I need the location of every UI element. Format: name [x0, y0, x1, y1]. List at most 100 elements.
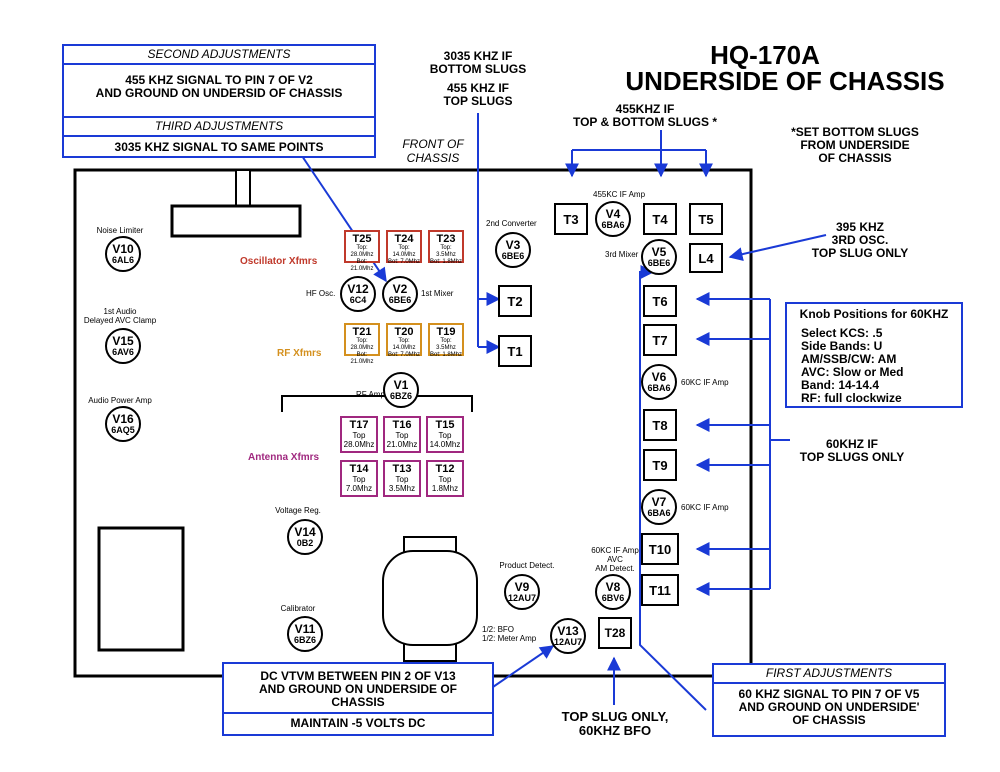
- page-subtitle: UNDERSIDE OF CHASSIS: [600, 68, 970, 95]
- if455-line1: 455 KHZ IF: [446, 81, 509, 95]
- tube-v8-name: V8: [605, 580, 621, 594]
- second-adjustments-header: SECOND ADJUSTMENTS: [64, 46, 374, 65]
- label-first-audio: 1st Audio Delayed AVC Clamp: [80, 307, 160, 325]
- xfmr-t10: T10: [641, 533, 679, 565]
- second-third-adjustments-box: SECOND ADJUSTMENTS 455 KHZ SIGNAL TO PIN…: [62, 44, 376, 158]
- if455-line2: TOP SLUGS: [443, 94, 513, 108]
- osc395-line1: 395 KHZ: [835, 220, 885, 234]
- xfmr-t11: T11: [641, 574, 679, 606]
- tube-v9-type: 12AU7: [507, 593, 536, 603]
- vtvm-line2: AND GROUND ON UNDERSIDE OF: [258, 682, 457, 696]
- ant-t12-l2: 1.8Mhz: [431, 484, 459, 493]
- ant-t17-l2: 28.0Mhz: [343, 440, 375, 449]
- label-if60-amp2: 60KC IF Amp: [681, 503, 729, 512]
- tube-v10-name: V10: [112, 242, 134, 256]
- label-product-det: Product Detect.: [499, 561, 555, 570]
- title-line2: UNDERSIDE OF CHASSIS: [625, 66, 945, 96]
- rf-t21-l2: Bot: 21.0Mhz: [350, 352, 374, 365]
- bfo-line2: 60KHZ BFO: [578, 723, 652, 738]
- rf-t20-name: T20: [394, 326, 414, 338]
- label-if455-amp: 455KC IF Amp: [593, 190, 646, 199]
- knob-line3: AM/SSB/CW: AM: [801, 352, 897, 366]
- first-adjustments-body: 60 KHZ SIGNAL TO PIN 7 OF V5 AND GROUND …: [714, 684, 944, 727]
- tube-v7-name: V7: [651, 495, 667, 509]
- knob-line4: AVC: Slow or Med: [801, 365, 904, 379]
- star-line3: OF CHASSIS: [818, 151, 892, 165]
- tube-v11-type: 6BZ6: [293, 635, 316, 645]
- ant-t16-l1: Top: [395, 431, 409, 440]
- label-rf-xfmrs: RF Xfmrs: [277, 348, 322, 359]
- osc-t25-l1: Top: 28.0Mhz: [350, 245, 374, 258]
- ant-t13-l1: Top: [395, 475, 409, 484]
- ant-t12-l1: Top: [438, 475, 452, 484]
- if455tb-line1: 455KHZ IF: [615, 102, 675, 116]
- label-v8-l3: AM Detect.: [595, 564, 635, 573]
- if60-line1: 60KHZ IF: [825, 437, 878, 451]
- knob-positions-box: Knob Positions for 60KHZ Select KCS: .5 …: [785, 302, 963, 408]
- second-adjustments-line1: 455 KHZ SIGNAL TO PIN 7 OF V2: [125, 73, 313, 87]
- xfmr-t2: T2: [498, 285, 532, 317]
- ant-t12-name: T12: [435, 463, 455, 475]
- vtvm-body: DC VTVM BETWEEN PIN 2 OF V13 AND GROUND …: [224, 664, 492, 714]
- tube-v11-name: V11: [294, 622, 316, 636]
- first-adjustments-box: FIRST ADJUSTMENTS 60 KHZ SIGNAL TO PIN 7…: [712, 663, 946, 737]
- tube-v10-type: 6AL6: [111, 255, 134, 265]
- xfmr-l4: L4: [689, 243, 723, 273]
- osc395-line2: 3RD OSC.: [831, 233, 889, 247]
- star-line2: FROM UNDERSIDE: [800, 138, 910, 152]
- front-line1: FRONT OF: [402, 137, 464, 151]
- xfmr-t9: T9: [643, 449, 677, 481]
- knob-line1: Select KCS: .5: [801, 326, 883, 340]
- tube-v13-name: V13: [557, 624, 579, 638]
- if455tb-line2: TOP & BOTTOM SLUGS *: [572, 115, 718, 129]
- osc-t24-l2: Bot: 7.0Mhz: [388, 259, 421, 265]
- vtvm-line3: CHASSIS: [331, 695, 385, 709]
- if60-note: 60KHZ IF TOP SLUGS ONLY: [777, 438, 927, 464]
- label-third-mixer: 3rd Mixer: [605, 250, 639, 259]
- tube-v6-name: V6: [651, 370, 667, 384]
- osc-t23-l2: Bot: 1.8Mhz: [430, 259, 463, 265]
- label-voltage-reg: Voltage Reg.: [275, 506, 321, 515]
- osc-t25-name: T25: [352, 233, 372, 245]
- ant-t16-name: T16: [392, 419, 412, 431]
- tube-v7-type: 6BA6: [647, 508, 671, 518]
- rf-t19-l1: Top: 3.5Mhz: [436, 338, 456, 351]
- bfo-note: TOP SLUG ONLY, 60KHZ BFO: [540, 710, 690, 738]
- tube-v1-type: 6BZ6: [389, 391, 412, 401]
- first-line1: 60 KHZ SIGNAL TO PIN 7 OF V5: [738, 687, 920, 701]
- tube-v2-name: V2: [392, 282, 408, 296]
- xfmr-t8: T8: [643, 409, 677, 441]
- panel-stub: [235, 169, 251, 207]
- vtvm-box: DC VTVM BETWEEN PIN 2 OF V13 AND GROUND …: [222, 662, 494, 736]
- osc-t24-l1: Top: 14.0Mhz: [392, 245, 416, 258]
- set-bottom-slugs-note: *SET BOTTOM SLUGS FROM UNDERSIDE OF CHAS…: [770, 126, 940, 165]
- page-title: HQ-170A: [620, 42, 910, 69]
- xfmr-t6: T6: [643, 285, 677, 317]
- ant-t16-l2: 21.0Mhz: [386, 440, 418, 449]
- tube-v4-type: 6BA6: [601, 220, 625, 230]
- rf-amp-bracket: [281, 395, 473, 412]
- osc-t25-l2: Bot: 21.0Mhz: [350, 259, 374, 272]
- bfo-line1: TOP SLUG ONLY,: [561, 709, 669, 724]
- first-adjustments-header: FIRST ADJUSTMENTS: [714, 665, 944, 684]
- rf-t20-l2: Bot: 7.0Mhz: [388, 352, 421, 358]
- second-adjustments-body: 455 KHZ SIGNAL TO PIN 7 OF V2 AND GROUND…: [64, 65, 374, 118]
- tube-v4-name: V4: [605, 207, 621, 221]
- star-line1: *SET BOTTOM SLUGS: [791, 125, 919, 139]
- tube-v14-name: V14: [294, 525, 316, 539]
- osc-t23-l1: Top: 3.5Mhz: [436, 245, 456, 258]
